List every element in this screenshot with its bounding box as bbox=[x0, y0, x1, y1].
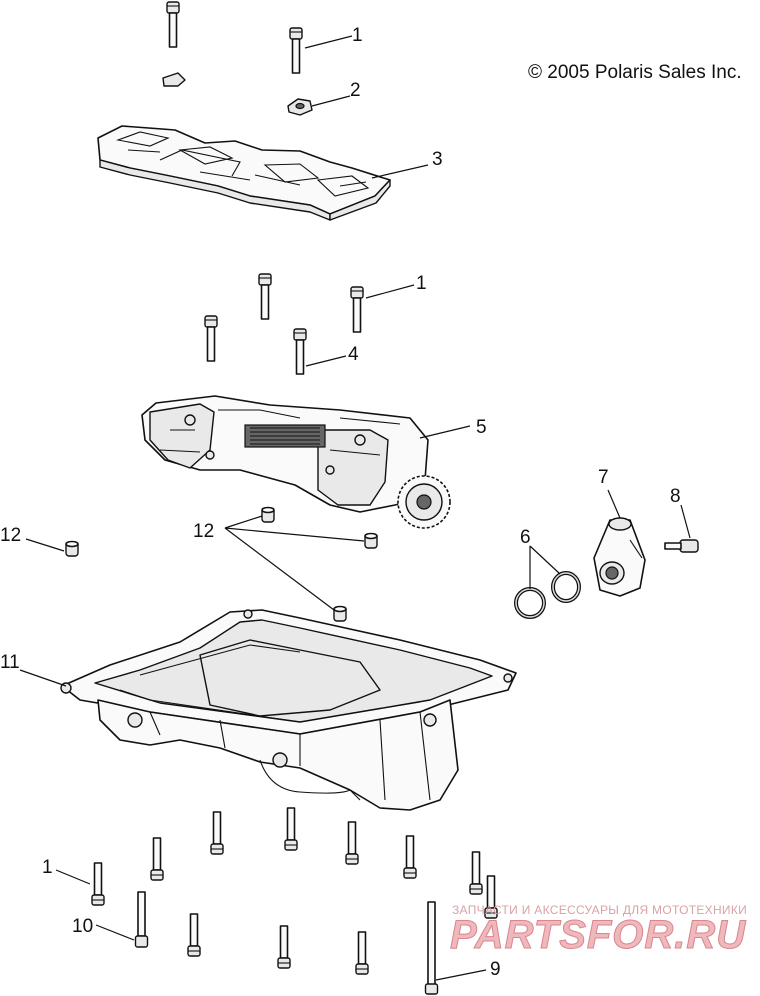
top-nut bbox=[162, 72, 186, 87]
callout-8: 8 bbox=[670, 486, 681, 507]
watermark: ЗАПЧАСТИ И АКСЕССУАРЫ ДЛЯ МОТОТЕХНИКИ PA… bbox=[450, 903, 747, 958]
bolt-part-1-top bbox=[289, 27, 303, 74]
oil-pump-part-5 bbox=[141, 395, 451, 529]
callout-1-bottom: 1 bbox=[42, 857, 53, 878]
callout-1-top: 1 bbox=[352, 25, 363, 46]
watermark-logo: PARTSFOR.RU bbox=[450, 913, 746, 957]
pan-bolt-2 bbox=[284, 807, 298, 851]
callout-5: 5 bbox=[476, 417, 487, 438]
callout-11: 11 bbox=[0, 652, 20, 673]
callout-2: 2 bbox=[350, 80, 361, 101]
callout-4: 4 bbox=[348, 344, 359, 365]
pan-bolt-3 bbox=[345, 821, 359, 865]
o-ring-part-6-b bbox=[551, 571, 581, 603]
mid-bolt-a bbox=[258, 273, 272, 320]
copyright-text: © 2005 Polaris Sales Inc. bbox=[528, 62, 742, 83]
callout-12-center: 12 bbox=[193, 521, 214, 542]
callout-6: 6 bbox=[520, 527, 531, 548]
oil-pan-part-11 bbox=[60, 609, 517, 811]
nut-part-2 bbox=[287, 98, 313, 116]
bolt-part-10 bbox=[134, 891, 149, 948]
callout-7: 7 bbox=[598, 467, 609, 488]
dowel-part-12-c bbox=[333, 605, 347, 622]
callout-10: 10 bbox=[72, 916, 93, 937]
callout-3: 3 bbox=[432, 149, 443, 170]
dowel-part-12-left bbox=[65, 540, 79, 557]
callout-12-left: 12 bbox=[0, 525, 21, 546]
baffle-plate-part-3 bbox=[97, 125, 391, 221]
pan-bolt-1 bbox=[210, 811, 224, 855]
mid-bolt-b bbox=[204, 315, 218, 362]
bolt-part-1-mid bbox=[350, 286, 364, 333]
callout-9: 9 bbox=[490, 959, 501, 980]
pan-bolt-4 bbox=[150, 837, 164, 881]
bolt-part-1-bottom bbox=[91, 862, 105, 906]
fitting-part-7 bbox=[593, 517, 646, 597]
pan-bolt-6 bbox=[469, 851, 483, 895]
dowel-part-12-b bbox=[364, 532, 378, 549]
screw-part-8 bbox=[664, 539, 699, 553]
o-ring-part-6-a bbox=[514, 587, 546, 619]
bolt-part-9 bbox=[424, 901, 439, 995]
pan-bolt-8 bbox=[187, 913, 201, 957]
bolt-part-4 bbox=[293, 328, 307, 375]
pan-bolt-5 bbox=[403, 835, 417, 879]
pan-bolt-10 bbox=[355, 931, 369, 975]
top-bolt bbox=[166, 1, 180, 48]
pan-bolt-9 bbox=[277, 925, 291, 969]
dowel-part-12-a bbox=[261, 506, 275, 523]
watermark-tagline: ЗАПЧАСТИ И АКСЕССУАРЫ ДЛЯ МОТОТЕХНИКИ bbox=[452, 903, 747, 917]
callout-1-mid: 1 bbox=[416, 273, 427, 294]
